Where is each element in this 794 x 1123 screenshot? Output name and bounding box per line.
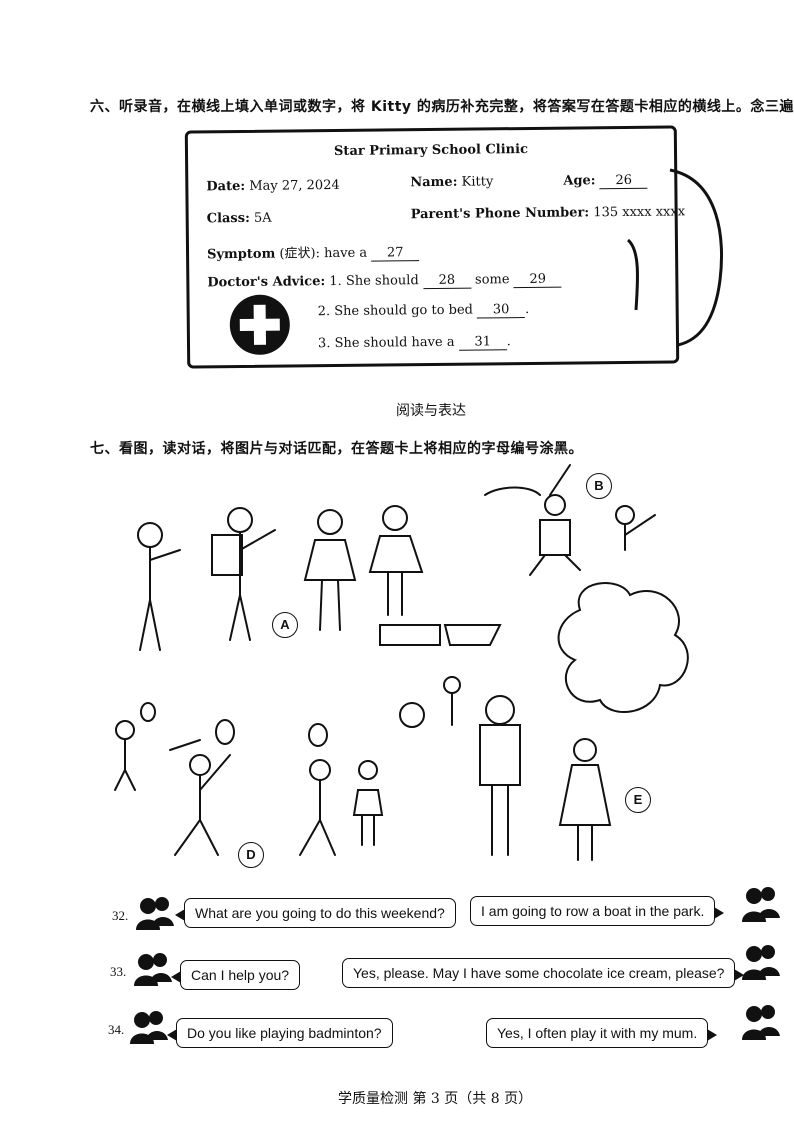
date-label: Date: [206,178,246,195]
speakers-icon [742,1005,780,1040]
date-value: May 27, 2024 [249,177,340,194]
page-footer: 学质量检测 第 3 页（共 8 页） [338,1091,533,1107]
class-value: 5A [253,210,272,226]
dialogue-32-answer: I am going to row a boat in the park. [470,896,725,926]
question-number-32: 32. [112,908,129,923]
advice-label: Doctor's Advice: [207,274,326,291]
age-label: Age: [563,173,596,189]
advice3-blank[interactable]: 31 [458,334,507,351]
symptom-blank[interactable]: 27 [371,245,420,262]
advice2-pre: 2. She should go to bed [317,302,474,320]
scene-label-a: A [272,612,298,638]
class-field: Class: 5A [207,211,272,227]
phone-label: Parent's Phone Number: [410,205,590,223]
question-number-33: 33. [110,964,127,979]
advice1-blank1[interactable]: 28 [422,272,471,290]
speakers-icon [742,945,780,980]
scene-label-d: D [238,842,264,868]
speakers-icon [136,897,174,930]
scene-b-boat [484,464,656,576]
name-value: Kitty [461,174,494,190]
symptom-text: have a [324,245,368,262]
scene-cloud [557,582,689,713]
dialogue-34-answer: Yes, I often play it with my mum. [486,1018,718,1048]
advice-line-3: 3. She should have a 31. [317,334,511,352]
speakers-icon [130,1011,168,1044]
advice3-pre: 3. She should have a [317,334,455,352]
section7-header: 七、看图，读对话，将图片与对话匹配，在答题卡上将相应的字母编号涂黑。 [90,441,583,457]
scene-a-hikers [137,505,424,651]
symptom-field: Symptom (症状): have a 27 [206,241,420,263]
speakers-icon [742,887,780,922]
advice1-pre: 1. She should [329,273,419,290]
dialogue-34-question: Do you like playing badminton? [167,1018,393,1048]
scene-ice-cream [379,624,502,728]
section6-header: 六、听录音，在横线上填入单词或数字，将 Kitty 的病历补充完整，将答案写在答… [90,99,794,115]
scene-d-badminton [114,702,384,856]
symptom-label: Symptom [206,246,276,263]
advice-line-2: 2. She should go to bed 30. [317,301,530,320]
name-field: Name: Kitty [410,174,493,190]
date-field: Date: May 27, 2024 [206,178,340,194]
scene-illustrations [114,464,689,861]
scene-label-b: B [586,473,612,499]
question-number-34: 34. [108,1022,125,1037]
advice1-mid: some [474,272,510,288]
advice-line-1: Doctor's Advice: 1. She should 28 some 2… [207,271,562,292]
symptom-cn: (症状): [279,246,321,262]
advice2-blank[interactable]: 30 [477,302,526,319]
class-label: Class: [206,210,250,227]
scene-e-people [479,695,612,861]
medical-cross-icon [229,294,291,356]
advice1-blank2[interactable]: 29 [513,271,562,289]
name-label: Name: [410,174,458,191]
dialogue-32-question: What are you going to do this weekend? [175,898,456,928]
dialogue-33-answer: Yes, please. May I have some chocolate i… [342,958,745,988]
reading-section-title: 阅读与表达 [396,403,466,419]
hand-drawn-curve-decoration [626,168,723,347]
speakers-icon [134,953,172,986]
scene-label-e: E [625,787,651,813]
dialogue-33-question: Can I help you? [170,960,301,990]
